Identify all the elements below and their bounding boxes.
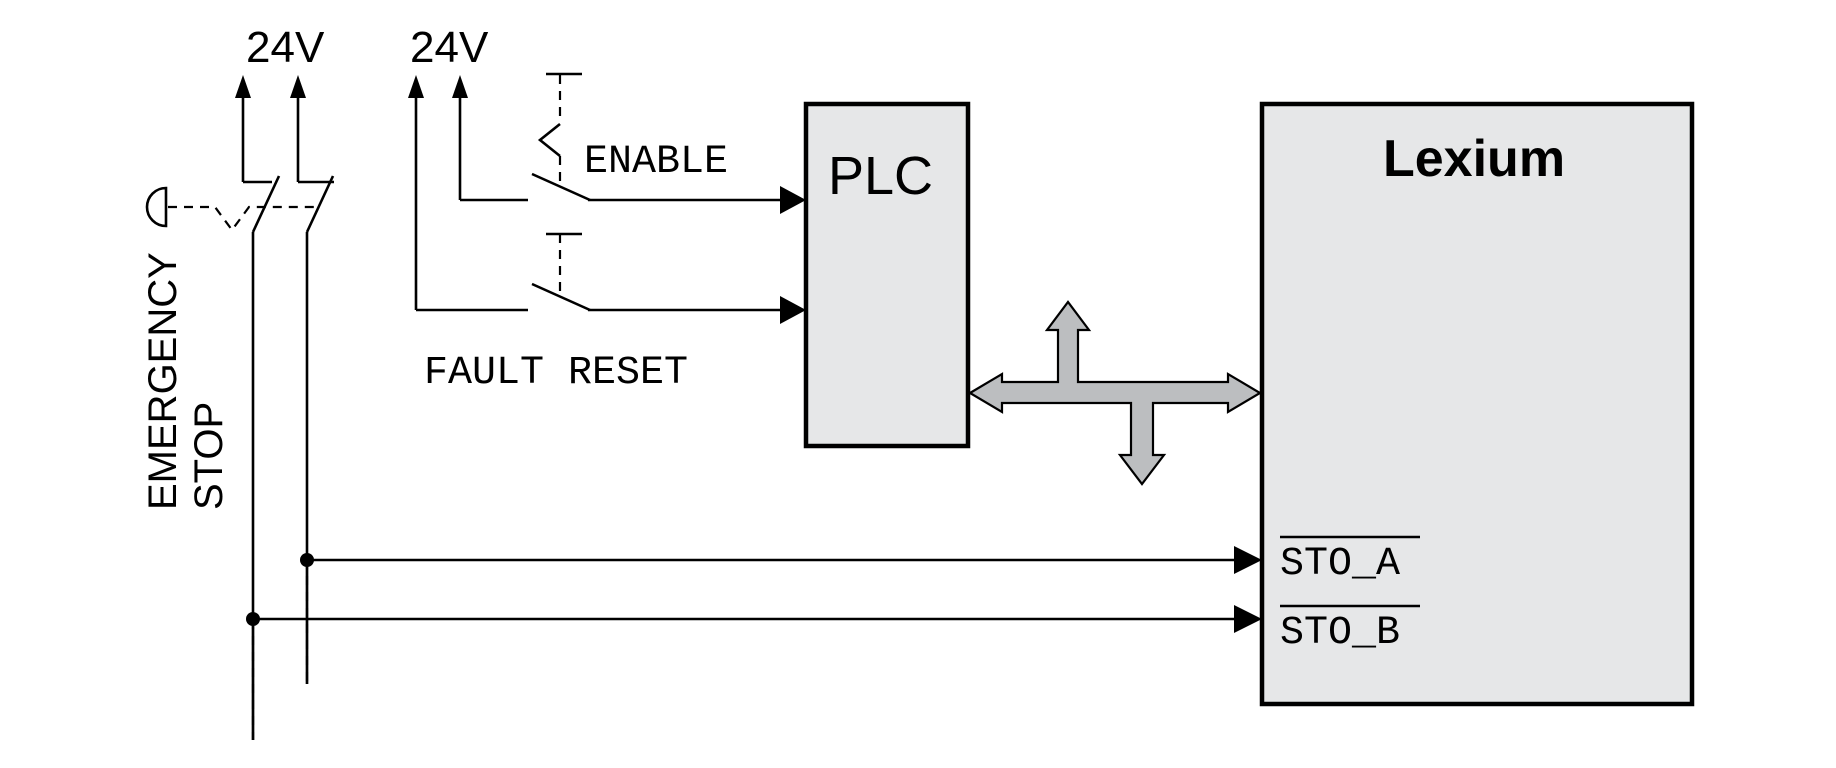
plc-label: PLC bbox=[828, 146, 933, 206]
junction-dot-icon bbox=[246, 612, 260, 626]
arrow-right-icon bbox=[780, 296, 806, 324]
enable-switch bbox=[458, 72, 780, 202]
emergency-stop-line1: EMERGENCY bbox=[141, 252, 185, 510]
sto-b-label: STO_B bbox=[1280, 611, 1400, 656]
arrow-up-icon bbox=[452, 75, 468, 98]
sto-wiring bbox=[246, 546, 1262, 633]
enable-label: ENABLE bbox=[584, 140, 728, 185]
arrow-up-icon bbox=[408, 75, 424, 98]
arrow-up-icon bbox=[290, 75, 306, 98]
arrow-right-icon bbox=[1234, 546, 1262, 574]
fault-reset-label: FAULT RESET bbox=[424, 351, 688, 396]
supply-label-right: 24V bbox=[410, 23, 489, 72]
supply-label-left: 24V bbox=[246, 23, 325, 72]
plc-box bbox=[803, 101, 971, 449]
fault-reset-switch bbox=[414, 98, 780, 312]
mushroom-head-icon bbox=[145, 186, 168, 228]
emergency-stop-label: EMERGENCY STOP bbox=[141, 252, 231, 510]
supply-arrows bbox=[235, 75, 468, 98]
arrow-right-icon bbox=[780, 186, 806, 214]
emergency-stop-line2: STOP bbox=[187, 402, 231, 510]
fieldbus-arrow-icon bbox=[967, 300, 1263, 486]
junction-dot-icon bbox=[300, 553, 314, 567]
lexium-box bbox=[1259, 101, 1695, 707]
lexium-title: Lexium bbox=[1383, 130, 1565, 188]
arrow-right-icon bbox=[1234, 605, 1262, 633]
arrow-up-icon bbox=[235, 75, 251, 98]
sto-a-label: STO_A bbox=[1280, 542, 1400, 587]
